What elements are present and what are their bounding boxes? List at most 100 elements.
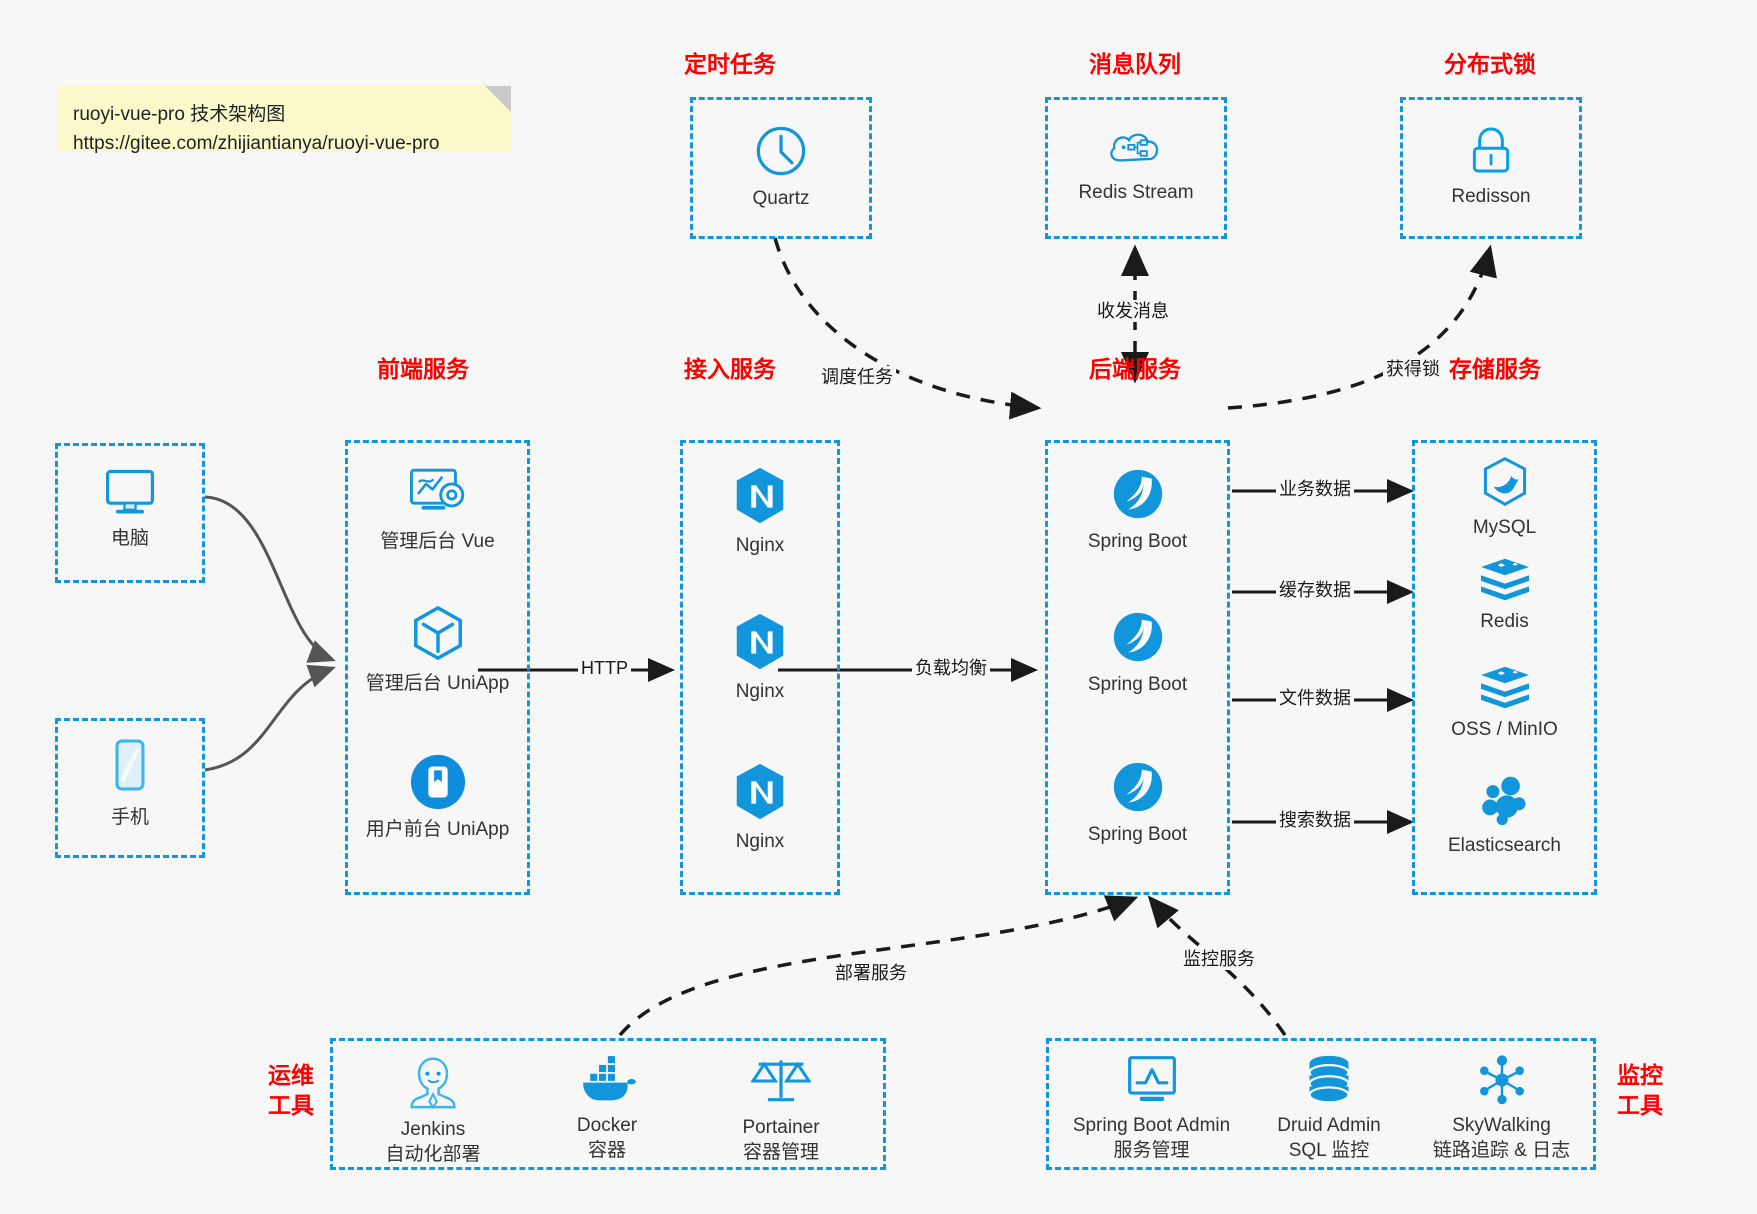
group-message-queue[interactable]: Redis Stream: [1045, 97, 1227, 239]
node-label: Spring Boot: [1087, 824, 1188, 845]
group-title-storage: 存储服务: [1449, 356, 1541, 382]
elasticsearch-icon: [1481, 776, 1525, 826]
node-mysql[interactable]: MySQL: [1415, 455, 1594, 540]
node-spring-boot-3[interactable]: Spring Boot: [1048, 758, 1227, 847]
group-gateway-service[interactable]: Nginx Nginx Nginx: [680, 440, 840, 895]
node-nginx-1[interactable]: Nginx: [683, 465, 837, 558]
node-label: Redisson: [1451, 186, 1531, 207]
node-label: 电脑: [110, 528, 149, 549]
node-label: Portainer: [742, 1117, 820, 1138]
edge-label-search-data: 搜索数据: [1276, 809, 1354, 831]
clock-icon: [756, 126, 806, 176]
node-label: Nginx: [735, 681, 785, 702]
cube-icon: [413, 605, 462, 661]
group-frontend-service[interactable]: 管理后台 Vue 管理后台 UniApp 用户前台 UniApp: [345, 440, 530, 895]
group-title-backend: 后端服务: [1089, 356, 1181, 382]
node-phone[interactable]: 手机: [58, 737, 202, 830]
node-sublabel: 服务管理: [1113, 1140, 1190, 1161]
group-distributed-lock[interactable]: Redisson: [1400, 97, 1582, 239]
mobile-app-icon: [410, 754, 465, 810]
node-spring-boot-2[interactable]: Spring Boot: [1048, 608, 1227, 697]
desktop-monitor-icon: [106, 469, 154, 514]
node-label: MySQL: [1472, 517, 1537, 538]
edge-label-http: HTTP: [578, 657, 631, 679]
devops-title-line2: 工具: [268, 1092, 314, 1118]
node-spring-boot-admin[interactable]: Spring Boot Admin 服务管理: [1059, 1053, 1244, 1163]
monitor-title-line2: 工具: [1617, 1092, 1663, 1118]
note-line-title: ruoyi-vue-pro 技术架构图: [73, 104, 286, 125]
scales-balance-icon: [751, 1060, 811, 1102]
node-nginx-3[interactable]: Nginx: [683, 761, 837, 854]
node-spring-boot-1[interactable]: Spring Boot: [1048, 465, 1227, 554]
node-user-uniapp[interactable]: 用户前台 UniApp: [348, 753, 527, 842]
cloud-stream-icon: [1110, 133, 1159, 162]
group-title-frontend: 前端服务: [377, 356, 469, 382]
node-jenkins[interactable]: Jenkins 自动化部署: [353, 1053, 513, 1167]
edge-label-cache-data: 缓存数据: [1276, 579, 1354, 601]
node-label: 管理后台 UniApp: [365, 673, 510, 694]
group-devops-tools[interactable]: Jenkins 自动化部署 Docker 容器: [330, 1038, 886, 1170]
node-oss-minio[interactable]: OSS / MinIO: [1415, 663, 1594, 742]
group-title-gateway: 接入服务: [684, 356, 776, 382]
dashboard-gear-icon: [409, 468, 464, 510]
edge-pc-to-frontend: [204, 495, 336, 663]
group-scheduled-task[interactable]: Quartz: [690, 97, 872, 239]
smartphone-icon: [115, 739, 145, 791]
node-redis[interactable]: Redis: [1415, 555, 1594, 634]
node-quartz[interactable]: Quartz: [693, 122, 869, 211]
node-redis-stream[interactable]: Redis Stream: [1048, 122, 1224, 205]
group-client-phone[interactable]: 手机: [55, 718, 205, 858]
node-sublabel: 自动化部署: [385, 1144, 481, 1165]
nginx-icon: [736, 763, 784, 820]
edge-phone-to-frontend: [204, 664, 336, 772]
node-elasticsearch[interactable]: Elasticsearch: [1415, 773, 1594, 858]
object-storage-icon: [1480, 666, 1529, 709]
group-title-devops-tools: 运维 工具: [256, 1060, 326, 1120]
edge-label-monitor-service: 监控服务: [1180, 948, 1258, 970]
node-docker[interactable]: Docker 容器: [527, 1053, 687, 1163]
node-label: 用户前台 UniApp: [365, 819, 510, 840]
spring-boot-icon: [1113, 469, 1162, 519]
edge-label-file-data: 文件数据: [1276, 687, 1354, 709]
group-storage-service[interactable]: MySQL Redis OSS / MinIO: [1412, 440, 1597, 895]
spring-boot-icon: [1113, 762, 1162, 812]
node-label: Spring Boot: [1087, 531, 1188, 552]
node-label: SkyWalking: [1452, 1115, 1551, 1136]
node-label: Spring Boot Admin: [1072, 1115, 1231, 1136]
node-label: Nginx: [735, 535, 785, 556]
node-sublabel: 链路追踪 & 日志: [1432, 1140, 1571, 1161]
node-label: Elasticsearch: [1448, 835, 1561, 856]
node-label: 管理后台 Vue: [380, 531, 495, 552]
node-druid-admin[interactable]: Druid Admin SQL 监控: [1249, 1053, 1409, 1163]
edge-label-schedule-task: 调度任务: [818, 366, 896, 388]
node-admin-vue[interactable]: 管理后台 Vue: [348, 465, 527, 554]
database-cylinder-icon: [1308, 1055, 1350, 1104]
group-title-distributed-lock: 分布式锁: [1444, 51, 1536, 77]
group-title-message-queue: 消息队列: [1089, 51, 1181, 77]
group-client-pc[interactable]: 电脑: [55, 443, 205, 583]
edge-label-load-balance: 负载均衡: [912, 657, 990, 679]
spring-boot-icon: [1113, 612, 1162, 662]
node-redisson[interactable]: Redisson: [1403, 122, 1579, 209]
nginx-icon: [736, 613, 784, 670]
node-label: Spring Boot: [1087, 674, 1188, 695]
node-sublabel: 容器: [587, 1140, 626, 1161]
node-admin-uniapp[interactable]: 管理后台 UniApp: [348, 603, 527, 696]
node-label: 手机: [110, 807, 149, 828]
node-portainer[interactable]: Portainer 容器管理: [701, 1053, 861, 1165]
network-nodes-icon: [1479, 1055, 1524, 1105]
group-monitor-tools[interactable]: Spring Boot Admin 服务管理 Druid Admin SQL 监…: [1046, 1038, 1596, 1170]
group-backend-service[interactable]: Spring Boot Spring Boot Spring Boot: [1045, 440, 1230, 895]
edge-label-send-receive-message: 收发消息: [1094, 300, 1172, 322]
edge-label-acquire-lock: 获得锁: [1383, 358, 1443, 380]
architecture-note: ruoyi-vue-pro 技术架构图 https://gitee.com/zh…: [57, 86, 511, 154]
edge-label-business-data: 业务数据: [1276, 478, 1354, 500]
node-nginx-2[interactable]: Nginx: [683, 611, 837, 704]
node-sublabel: 容器管理: [742, 1142, 819, 1163]
padlock-icon: [1472, 127, 1510, 173]
node-skywalking[interactable]: SkyWalking 链路追踪 & 日志: [1409, 1053, 1594, 1163]
group-title-monitor-tools: 监控 工具: [1605, 1060, 1675, 1120]
node-label: Redis: [1480, 611, 1529, 632]
node-pc[interactable]: 电脑: [58, 464, 202, 551]
